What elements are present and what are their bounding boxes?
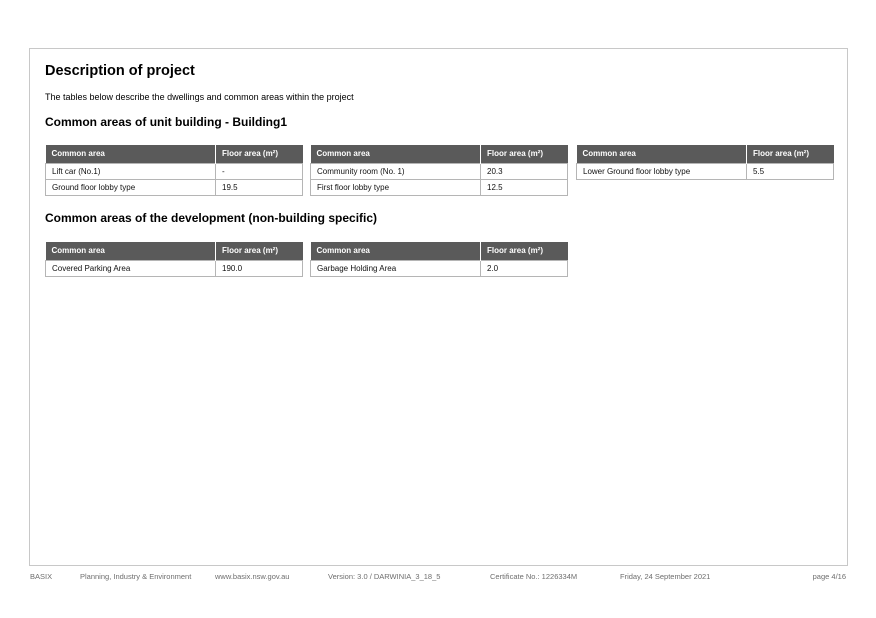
column-header-floor-area: Floor area (m²): [215, 242, 303, 260]
column-header-floor-area: Floor area (m²): [480, 242, 568, 260]
footer-version: Version: 3.0 / DARWINIA_3_18_5: [328, 572, 441, 581]
footer-department: Planning, Industry & Environment: [80, 572, 192, 581]
table-row: Ground floor lobby type 19.5: [45, 178, 303, 196]
footer-certificate-number: Certificate No.: 1226334M: [490, 572, 578, 581]
column-header-common-area: Common area: [45, 145, 216, 163]
footer-website-link[interactable]: www.basix.nsw.gov.au: [215, 572, 290, 581]
table-row: Lift car (No.1) -: [45, 162, 303, 180]
common-area-cell: Lift car (No.1): [45, 162, 216, 180]
page-title: Description of project: [45, 63, 195, 79]
section-heading-building: Common areas of unit building - Building…: [45, 115, 287, 129]
development-common-areas-table-2: Common area Floor area (m²) Garbage Hold…: [310, 242, 568, 277]
common-area-cell: Garbage Holding Area: [310, 259, 481, 277]
floor-area-cell: 20.3: [480, 162, 568, 180]
column-header-common-area: Common area: [310, 242, 481, 260]
common-area-cell: Ground floor lobby type: [45, 178, 216, 196]
column-header-floor-area: Floor area (m²): [480, 145, 568, 163]
column-header-floor-area: Floor area (m²): [215, 145, 303, 163]
floor-area-cell: 190.0: [215, 259, 303, 277]
footer-basix: BASIX: [30, 572, 53, 581]
table-header-row: Common area Floor area (m²): [576, 145, 834, 163]
footer-page-number: page 4/16: [812, 572, 846, 581]
column-header-common-area: Common area: [45, 242, 216, 260]
table-header-row: Common area Floor area (m²): [310, 242, 568, 260]
development-common-areas-table-1: Common area Floor area (m²) Covered Park…: [45, 242, 303, 277]
page-frame: [29, 48, 848, 566]
column-header-common-area: Common area: [576, 145, 747, 163]
footer-date: Friday, 24 September 2021: [620, 572, 711, 581]
section-heading-development: Common areas of the development (non-bui…: [45, 211, 378, 225]
table-row: Covered Parking Area 190.0: [45, 259, 303, 277]
common-area-cell: Covered Parking Area: [45, 259, 216, 277]
building-common-areas-table-1: Common area Floor area (m²) Lift car (No…: [45, 145, 303, 196]
table-row: Community room (No. 1) 20.3: [310, 162, 568, 180]
table-header-row: Common area Floor area (m²): [45, 145, 303, 163]
intro-text: The tables below describe the dwellings …: [45, 92, 354, 102]
page-footer: BASIX Planning, Industry & Environment w…: [30, 572, 846, 584]
column-header-floor-area: Floor area (m²): [746, 145, 834, 163]
table-header-row: Common area Floor area (m²): [310, 145, 568, 163]
building-common-areas-table-2: Common area Floor area (m²) Community ro…: [310, 145, 568, 196]
common-area-cell: Lower Ground floor lobby type: [576, 162, 747, 180]
column-header-common-area: Common area: [310, 145, 481, 163]
table-row: First floor lobby type 12.5: [310, 178, 568, 196]
building-common-areas-table-3: Common area Floor area (m²) Lower Ground…: [576, 145, 834, 180]
table-row: Lower Ground floor lobby type 5.5: [576, 162, 834, 180]
floor-area-cell: 2.0: [480, 259, 568, 277]
floor-area-cell: 5.5: [746, 162, 834, 180]
floor-area-cell: 12.5: [480, 178, 568, 196]
floor-area-cell: 19.5: [215, 178, 303, 196]
table-row: Garbage Holding Area 2.0: [310, 259, 568, 277]
table-header-row: Common area Floor area (m²): [45, 242, 303, 260]
common-area-cell: First floor lobby type: [310, 178, 481, 196]
floor-area-cell: -: [215, 162, 303, 180]
common-area-cell: Community room (No. 1): [310, 162, 481, 180]
